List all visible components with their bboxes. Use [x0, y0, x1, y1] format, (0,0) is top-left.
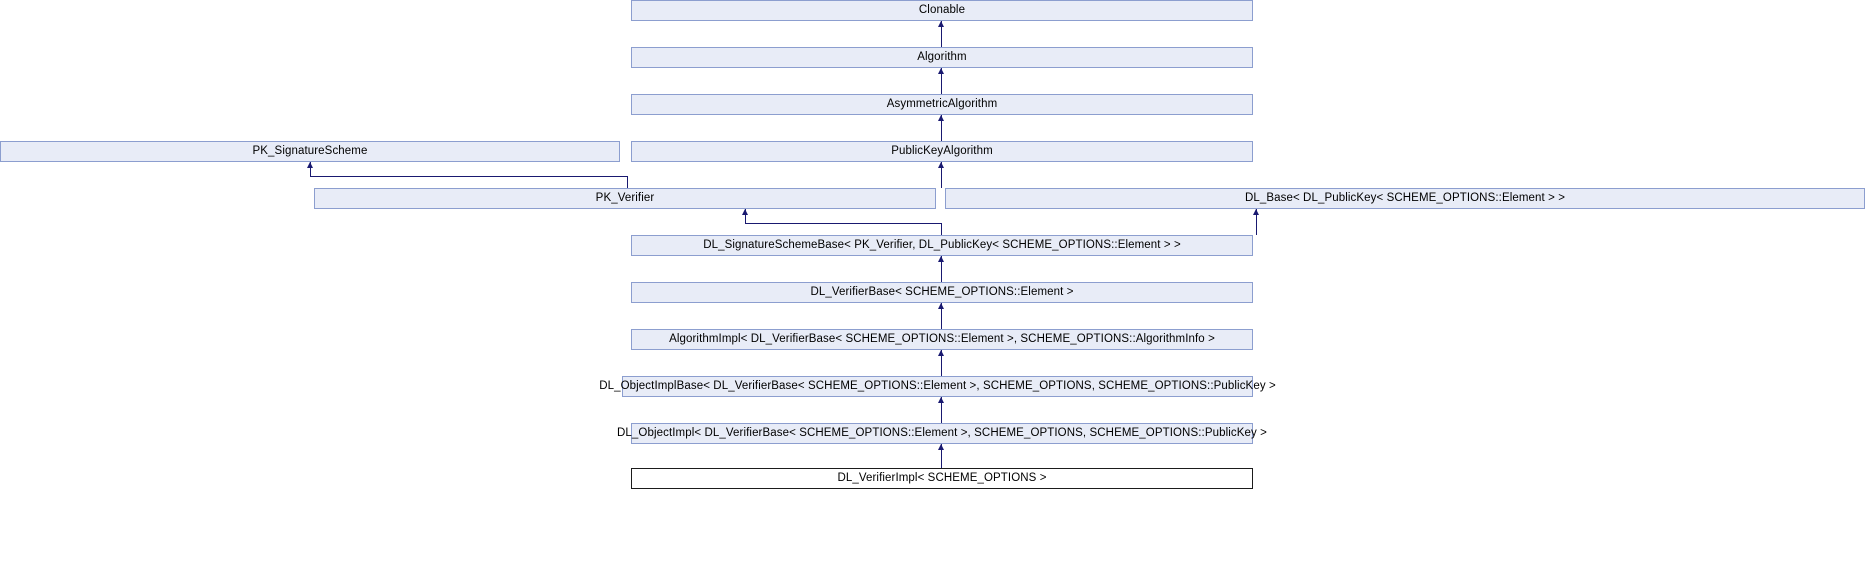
node-public-key-algorithm-label: PublicKeyAlgorithm: [891, 145, 993, 157]
node-algorithm[interactable]: Algorithm: [631, 47, 1253, 68]
arrowhead-dlobjectimpl-to-dlobjectimplbase: [938, 397, 944, 403]
node-pk-verifier[interactable]: PK_Verifier: [314, 188, 936, 209]
node-algorithm-impl[interactable]: AlgorithmImpl< DL_VerifierBase< SCHEME_O…: [631, 329, 1253, 350]
arrowhead-algorithmimpl-to-dlverifierbase: [938, 303, 944, 309]
node-asymmetric-algorithm[interactable]: AsymmetricAlgorithm: [631, 94, 1253, 115]
arrowhead-dlobjectimplbase-to-algorithmimpl: [938, 350, 944, 356]
arrowhead-dlverifierbase-to-dlsignatureschemebase: [938, 256, 944, 262]
edge-publickeyalgorithm-to-asymmetricalgorithm: [941, 115, 942, 141]
arrowhead-pkverifier-to-pksignaturescheme: [307, 162, 313, 168]
node-asymmetric-algorithm-label: AsymmetricAlgorithm: [886, 98, 998, 110]
edge-dlsignatureschemebase-to-dlbase-riser: [1256, 223, 1257, 235]
arrowhead-dlsignatureschemebase-to-pkverifier: [742, 209, 748, 215]
node-public-key-algorithm[interactable]: PublicKeyAlgorithm: [631, 141, 1253, 162]
edge-pkverifier-to-pksignaturescheme-drop: [310, 162, 311, 177]
node-dl-verifier-base-label: DL_VerifierBase< SCHEME_OPTIONS::Element…: [810, 286, 1074, 298]
node-dl-object-impl-base[interactable]: DL_ObjectImplBase< DL_VerifierBase< SCHE…: [599, 376, 1276, 397]
node-clonable[interactable]: Clonable: [631, 0, 1253, 21]
arrowhead-dlsignatureschemebase-to-dlbase: [1253, 209, 1259, 215]
node-pk-signature-scheme[interactable]: PK_SignatureScheme: [0, 141, 620, 162]
node-pk-signature-scheme-label: PK_SignatureScheme: [252, 145, 368, 157]
node-dl-signature-scheme-base[interactable]: DL_SignatureSchemeBase< PK_Verifier, DL_…: [631, 235, 1253, 256]
node-dl-verifier-impl[interactable]: DL_VerifierImpl< SCHEME_OPTIONS >: [631, 468, 1253, 489]
node-dl-signature-scheme-base-label: DL_SignatureSchemeBase< PK_Verifier, DL_…: [703, 239, 1181, 251]
node-clonable-label: Clonable: [918, 4, 966, 16]
edge-asymmetricalgorithm-to-algorithm: [941, 68, 942, 94]
node-dl-base-label: DL_Base< DL_PublicKey< SCHEME_OPTIONS::E…: [1244, 192, 1566, 204]
node-dl-verifier-impl-label: DL_VerifierImpl< SCHEME_OPTIONS >: [837, 472, 1047, 484]
edge-algorithmimpl-to-dlverifierbase: [941, 303, 942, 329]
edge-dlverifierimpl-to-dlobjectimpl: [941, 444, 942, 468]
node-dl-object-impl-label: DL_ObjectImpl< DL_VerifierBase< SCHEME_O…: [617, 427, 1267, 439]
edge-dlobjectimpl-to-dlobjectimplbase: [941, 397, 942, 423]
node-dl-verifier-base[interactable]: DL_VerifierBase< SCHEME_OPTIONS::Element…: [631, 282, 1253, 303]
edge-pkverifier-to-publickeyalgorithm: [941, 162, 942, 188]
node-pk-verifier-label: PK_Verifier: [595, 192, 655, 204]
edge-pkverifier-to-pksignaturescheme-riser: [627, 176, 628, 188]
edge-dlsignatureschemebase-to-pkverifier-riser: [941, 223, 942, 235]
node-algorithm-impl-label: AlgorithmImpl< DL_VerifierBase< SCHEME_O…: [669, 333, 1215, 345]
arrowhead-dlverifierimpl-to-dlobjectimpl: [938, 444, 944, 450]
edge-dlsignatureschemebase-to-pkverifier-drop: [745, 209, 746, 224]
node-dl-base[interactable]: DL_Base< DL_PublicKey< SCHEME_OPTIONS::E…: [945, 188, 1865, 209]
edge-pkverifier-to-pksignaturescheme-run: [310, 176, 628, 177]
edge-algorithm-to-clonable: [941, 21, 942, 47]
arrowhead-publickeyalgorithm-to-asymmetricalgorithm: [938, 115, 944, 121]
arrowhead-asymmetricalgorithm-to-algorithm: [938, 68, 944, 74]
arrowhead-pkverifier-to-publickeyalgorithm: [938, 162, 944, 168]
edge-dlsignatureschemebase-to-dlbase-drop: [1256, 209, 1257, 224]
node-dl-object-impl-base-label: DL_ObjectImplBase< DL_VerifierBase< SCHE…: [599, 380, 1276, 392]
arrowhead-algorithm-to-clonable: [938, 21, 944, 27]
node-dl-object-impl[interactable]: DL_ObjectImpl< DL_VerifierBase< SCHEME_O…: [617, 423, 1267, 444]
node-algorithm-label: Algorithm: [917, 51, 967, 63]
edge-dlverifierbase-to-dlsignatureschemebase: [941, 256, 942, 282]
edge-dlsignatureschemebase-to-pkverifier-run: [745, 223, 942, 224]
edge-dlobjectimplbase-to-algorithmimpl: [941, 350, 942, 376]
